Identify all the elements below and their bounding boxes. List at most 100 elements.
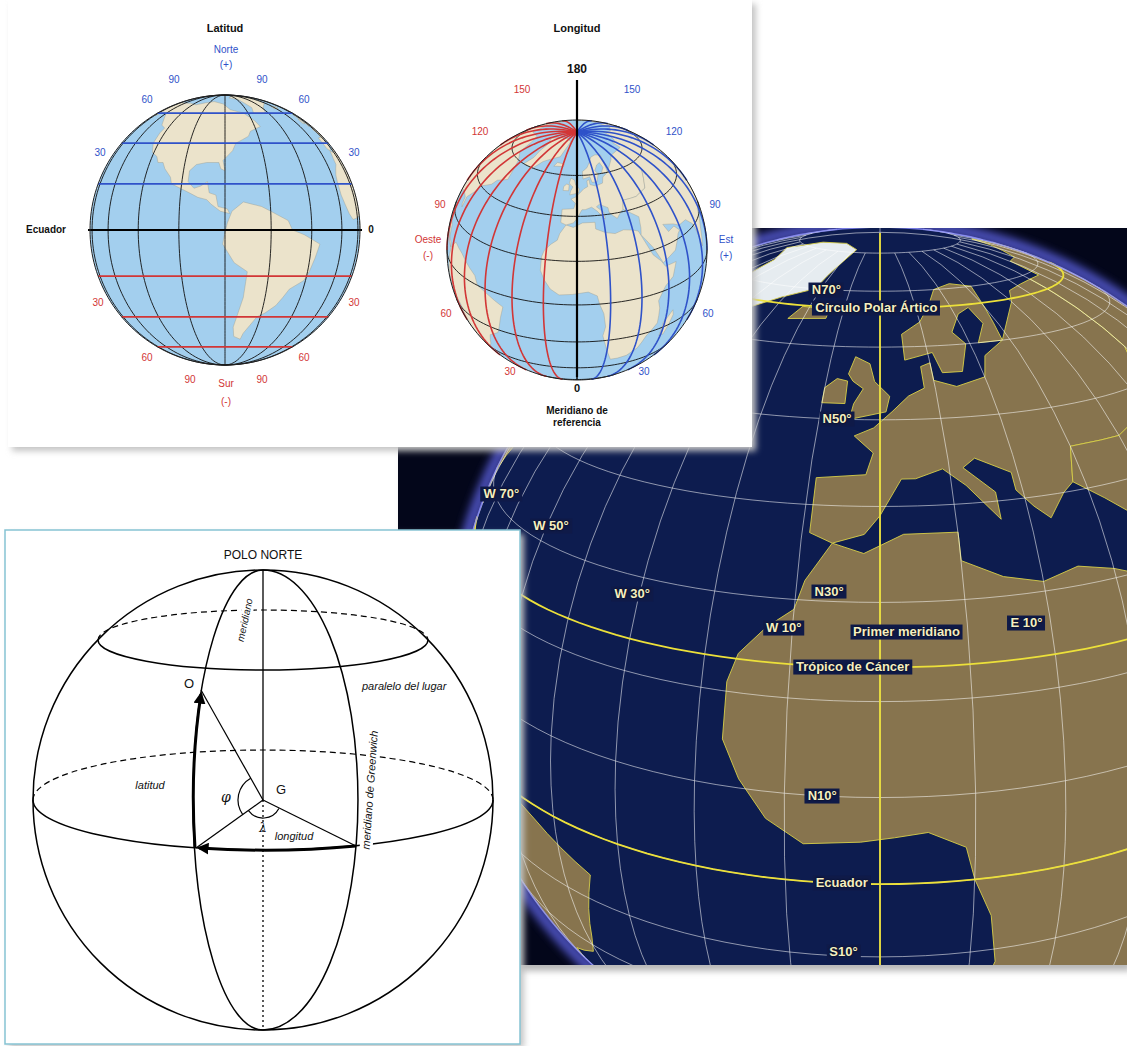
meridian-line (577, 131, 687, 180)
polar-axis (262, 570, 263, 800)
panel-background (5, 530, 520, 1044)
longitude-value: 60 (702, 308, 713, 320)
reference-line (879, 233, 881, 965)
greenwich-meridian (263, 570, 358, 1030)
sign-label: (+) (720, 250, 733, 262)
meridian-line (577, 132, 669, 370)
hemisphere-label: Oeste (415, 234, 442, 246)
latitude-tag: S10° (826, 945, 860, 960)
radius-line (263, 800, 356, 846)
meridian-line (577, 132, 611, 379)
equator-label: Ecuador (26, 224, 66, 236)
parallel-line (122, 142, 329, 144)
longitude-label: longitud (273, 830, 316, 843)
equator-front (33, 800, 493, 850)
globe-heading: Longitud (553, 22, 600, 35)
latitude-value: 60 (141, 94, 152, 106)
longitude-tag: W 10° (763, 621, 805, 636)
longitude-value: 180 (567, 63, 587, 77)
radius-line (201, 690, 263, 800)
meridian-line (512, 132, 577, 376)
equator-name: Ecuador (813, 876, 871, 891)
graticule-panel (8, 0, 756, 451)
latitude-tag: N30° (812, 584, 847, 599)
longitude-value: 90 (709, 199, 720, 211)
reference-axis (576, 80, 578, 377)
tropic-name: Trópico de Cáncer (793, 660, 912, 675)
pole-label: POLO NORTE (224, 549, 302, 563)
longitude-value: 120 (472, 126, 489, 138)
reference-caption: Meridiano de referencia (535, 405, 619, 428)
landmass (330, 149, 360, 230)
reference-line (459, 711, 1127, 884)
latitude-value: 90 (184, 374, 195, 386)
angle-arc (238, 778, 251, 815)
meridian-line (464, 132, 577, 355)
latitude-value: 90 (256, 74, 267, 86)
landmass (722, 532, 1127, 965)
longitude-tag: W 70° (481, 487, 523, 502)
latitude-tag: N70° (809, 282, 844, 297)
landmass (298, 116, 331, 151)
globe-heading: Latitud (207, 22, 244, 35)
landmass (902, 284, 1003, 373)
latitude-value: 30 (348, 147, 359, 159)
longitude-tag: E 10° (1007, 616, 1045, 631)
circle-name: Círculo Polar Ártico (812, 301, 940, 316)
angle-symbol: λ (259, 822, 267, 836)
center-label: G (276, 783, 286, 798)
longitude-tag: W 30° (611, 587, 653, 602)
hemisphere-label: Est (719, 234, 733, 246)
latitude-value: 60 (141, 352, 152, 364)
landmass (229, 96, 266, 113)
latitude-tag: N50° (820, 412, 855, 427)
angle-symbol: φ (221, 789, 231, 805)
greenwich-label: meridiano de Greenwich (359, 728, 380, 852)
longitude-value: 30 (504, 366, 515, 378)
landmass (293, 115, 309, 127)
meridian-line (577, 132, 707, 250)
longitude-value: 0 (574, 382, 580, 395)
latitude-value: 60 (298, 94, 309, 106)
longitude-value: 90 (434, 199, 445, 211)
meridian-line (577, 132, 703, 319)
latitude-label: latitud (135, 779, 164, 792)
longitude-arrow (199, 846, 356, 850)
sign-label: (-) (221, 396, 231, 408)
parallel-line (98, 183, 352, 185)
sphere-panel (5, 530, 524, 1046)
latitude-value: 30 (94, 147, 105, 159)
angle-arc (249, 809, 279, 819)
landmass (152, 102, 260, 214)
sphere-outline (33, 570, 493, 1030)
parallel-line (158, 346, 293, 348)
latitude-value: 60 (298, 352, 309, 364)
latitude-value: 90 (256, 374, 267, 386)
longitude-value: 150 (514, 84, 531, 96)
latitude-tag: N10° (805, 789, 840, 804)
meridian-line (577, 121, 592, 132)
longitude-tag: W 50° (530, 519, 572, 534)
point-label: O (184, 677, 194, 692)
local-meridian (193, 570, 263, 1030)
meridian-line (577, 132, 690, 355)
latitude-arrow (193, 694, 201, 848)
meridian-line (577, 123, 608, 132)
longitude-value: 120 (666, 126, 683, 138)
meridian-name: Primer meridiano (850, 624, 963, 639)
sign-label: (+) (220, 59, 233, 71)
meridian-line (543, 132, 577, 379)
panel-background (8, 0, 752, 447)
sign-label: (-) (423, 250, 433, 262)
latitude-globe (88, 95, 362, 365)
meridian-line (447, 132, 577, 250)
radius-line (196, 800, 263, 848)
meridian-line (451, 132, 577, 319)
reference-line (475, 516, 1127, 667)
latitude-value: 30 (348, 297, 359, 309)
equator-line (88, 229, 362, 231)
landmass (849, 357, 890, 420)
latitude-value: 90 (168, 74, 179, 86)
